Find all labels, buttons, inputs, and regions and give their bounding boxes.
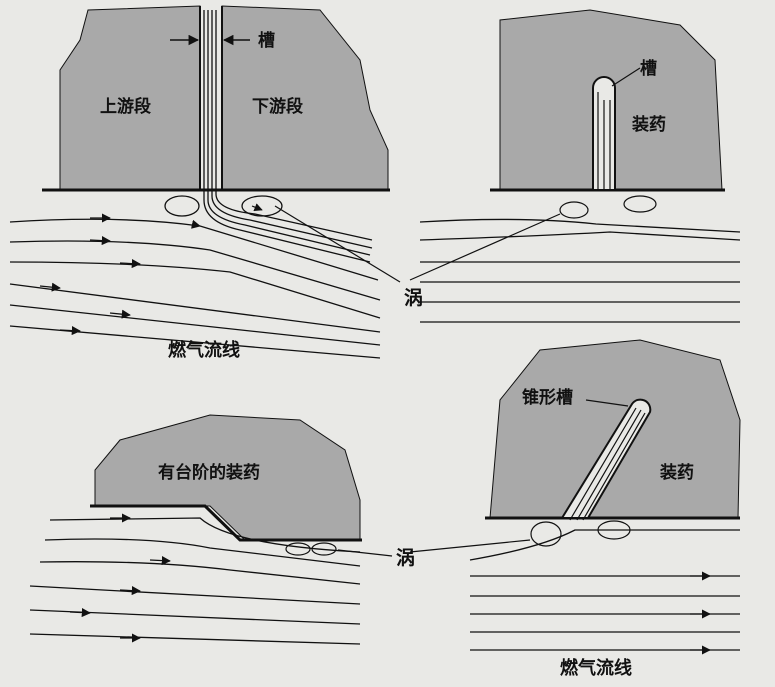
gas-streamlines-top (9, 218, 381, 359)
propellant-label-top-right: 装药 (631, 114, 666, 135)
vortex-label-center: 涡 (404, 287, 423, 309)
flow-arrows-top (39, 213, 141, 336)
stepped-propellant-grain (94, 414, 361, 541)
slot-streamlines (203, 10, 373, 263)
upstream-label: 上游段 (100, 96, 151, 117)
vortex-label-bottom: 涡 (396, 547, 415, 569)
vortex-upstream (164, 195, 200, 217)
vortex-downstream (241, 195, 283, 217)
propellant-grain-bottom-right (489, 339, 741, 519)
gas-streamlines-bottom-left (29, 517, 361, 645)
slot-label: 槽 (258, 30, 275, 51)
downstream-label: 下游段 (252, 96, 303, 117)
vortex-pointer-top-left (274, 205, 401, 283)
gas-streamlines-top-right (419, 218, 741, 323)
panel-top-left: 槽 上游段 下游段 (9, 5, 401, 361)
slot-label-top-right: 槽 (640, 58, 657, 79)
panel-top-right: 槽 装药 (409, 9, 741, 323)
cone-slot-label: 锥形槽 (522, 387, 573, 408)
step-surface-line (90, 504, 362, 542)
panel-bottom-right: 锥形槽 装药 燃气流线 (469, 339, 741, 679)
propellant-label-bottom-right: 装药 (659, 462, 694, 483)
gas-streamline-label-bottom: 燃气流线 (560, 657, 632, 679)
downstream-grain (221, 5, 389, 191)
gas-streamlines-bottom-right (469, 529, 740, 651)
gas-streamline-label-top: 燃气流线 (168, 339, 240, 361)
stepped-propellant-label: 有台阶的装药 (158, 462, 260, 483)
panel-bottom-left: 有台阶的装药 (29, 414, 531, 645)
